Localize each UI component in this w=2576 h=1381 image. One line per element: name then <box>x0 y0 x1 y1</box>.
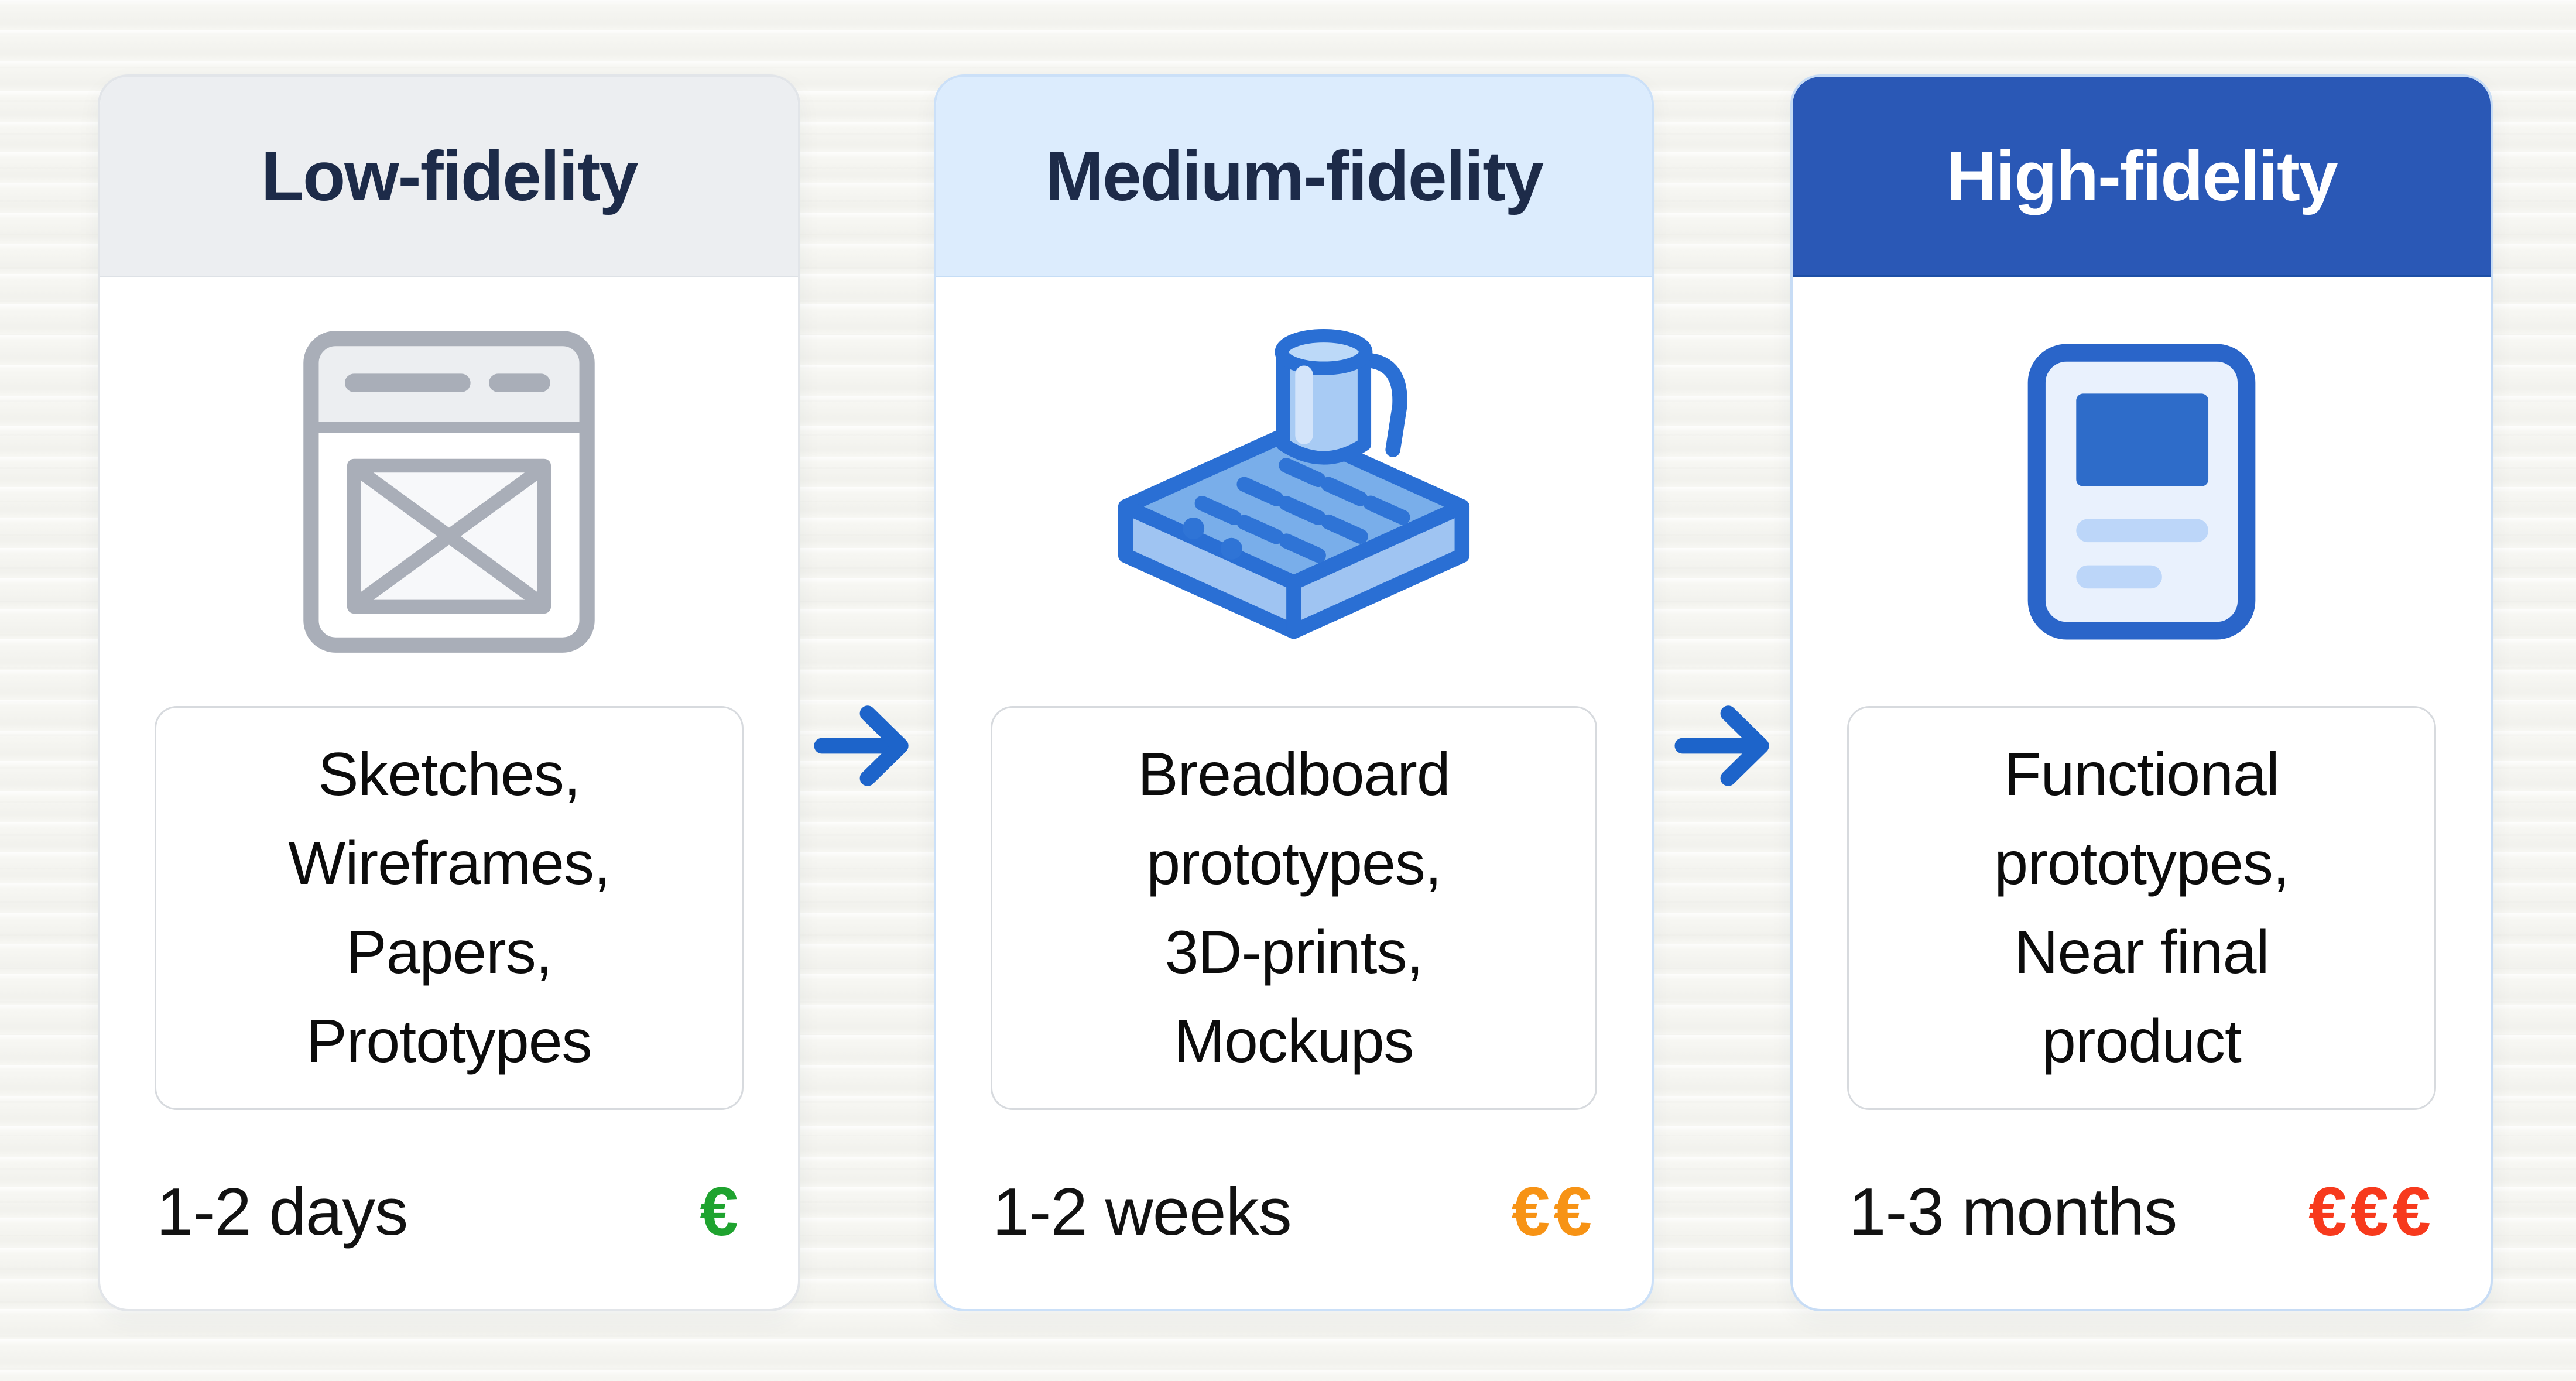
duration-label-medium: 1-2 weeks <box>992 1174 1292 1249</box>
card-footer-low: 1-2 days € <box>100 1110 798 1309</box>
product-mockup-icon <box>1793 277 2491 706</box>
wireframe-document-icon <box>100 277 798 706</box>
card-title-medium: Medium-fidelity <box>1044 137 1544 215</box>
description-box-low: Sketches, Wireframes, Papers, Prototypes <box>155 706 744 1110</box>
card-footer-high: 1-3 months €€€ <box>1793 1110 2491 1309</box>
cost-badge-high: €€€ <box>2308 1173 2434 1250</box>
card-title-low: Low-fidelity <box>261 137 639 215</box>
right-arrow-icon <box>1673 694 1777 798</box>
card-medium-fidelity: Medium-fidelity <box>934 74 1654 1311</box>
card-footer-medium: 1-2 weeks €€ <box>936 1110 1652 1309</box>
description-box-high: Functional prototypes, Near final produc… <box>1847 706 2436 1110</box>
right-arrow-icon <box>813 694 917 798</box>
cost-badge-medium: €€ <box>1511 1173 1595 1250</box>
duration-label-high: 1-3 months <box>1849 1174 2177 1249</box>
breadboard-icon <box>936 277 1652 706</box>
card-header-low: Low-fidelity <box>100 77 798 277</box>
description-text-medium: Breadboard prototypes, 3D-prints, Mockup… <box>1138 741 1451 1075</box>
duration-label-low: 1-2 days <box>156 1174 408 1249</box>
card-header-medium: Medium-fidelity <box>936 77 1652 277</box>
description-text-high: Functional prototypes, Near final produc… <box>1994 741 2290 1075</box>
description-box-medium: Breadboard prototypes, 3D-prints, Mockup… <box>991 706 1597 1110</box>
description-text-low: Sketches, Wireframes, Papers, Prototypes <box>288 741 610 1075</box>
card-title-high: High-fidelity <box>1946 136 2338 215</box>
card-high-fidelity: High-fidelity Functional prototypes, Nea… <box>1790 74 2493 1311</box>
cost-badge-low: € <box>700 1173 742 1250</box>
card-low-fidelity: Low-fidelity Sketches, Wireframes, Paper… <box>98 74 800 1311</box>
card-header-high: High-fidelity <box>1793 77 2491 277</box>
